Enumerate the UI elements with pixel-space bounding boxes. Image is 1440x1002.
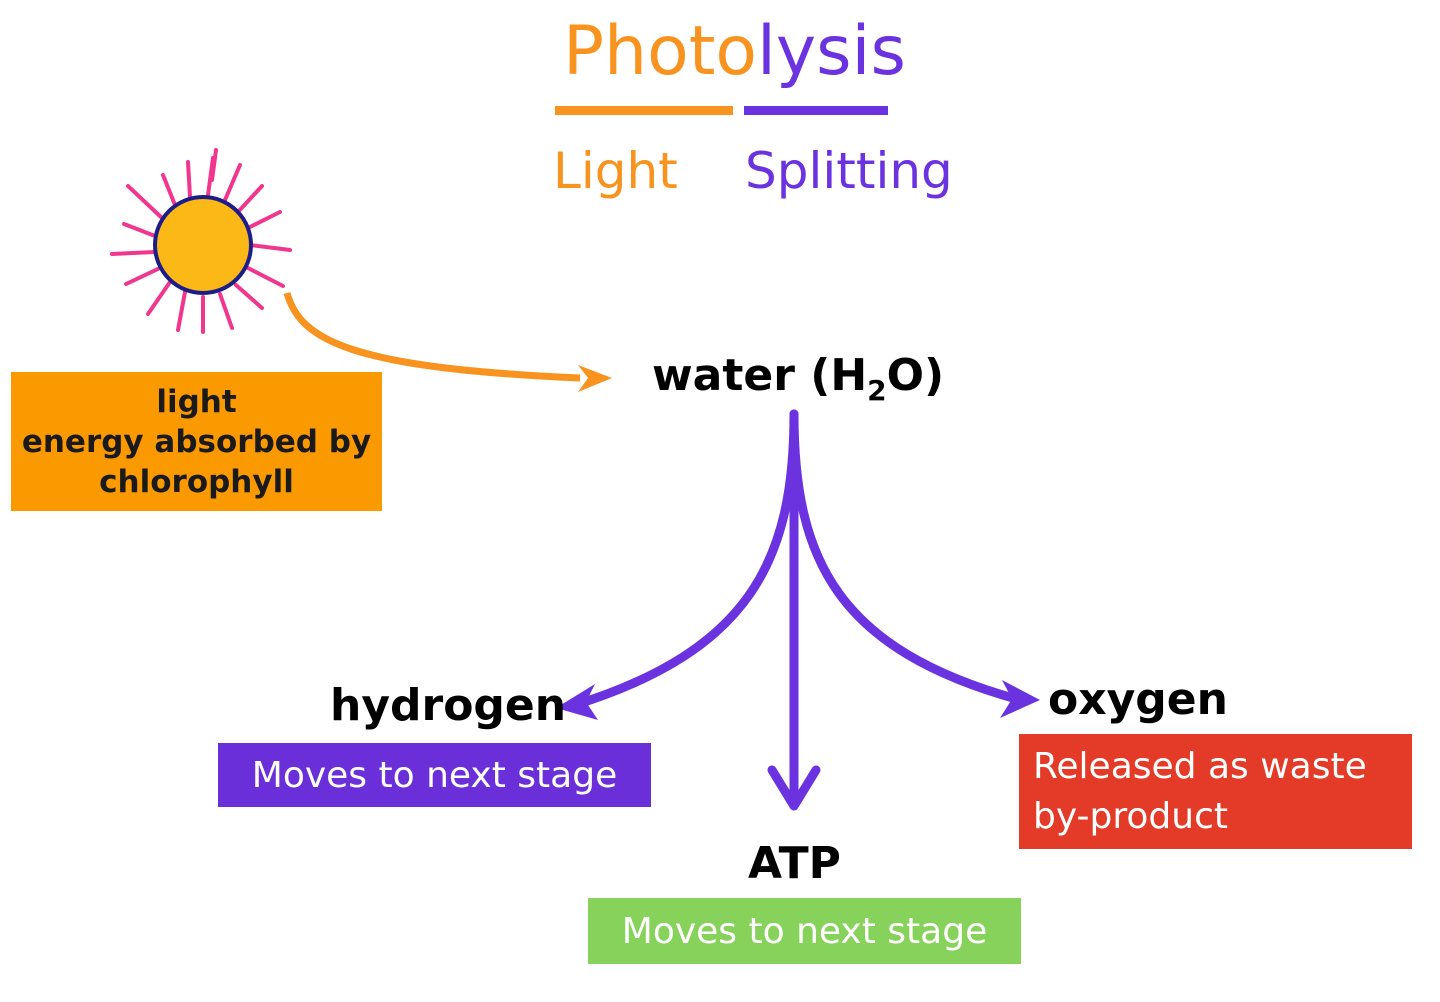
hydrogen-label: hydrogen	[330, 680, 567, 731]
atp-note: Moves to next stage	[621, 910, 988, 952]
sun-icon	[110, 148, 292, 334]
atp-arrowhead	[767, 765, 821, 811]
atp-label: ATP	[748, 838, 841, 889]
oxygen-arrowhead	[1000, 680, 1040, 718]
title-lysis: lysis	[756, 12, 906, 91]
water-label: water (H2O)	[652, 354, 944, 405]
water-subscript: 2	[867, 373, 887, 407]
light-energy-box: light energy absorbed by chlorophyll	[11, 372, 382, 511]
hydrogen-arrowhead	[556, 684, 598, 720]
water-prefix: water (H	[652, 350, 868, 401]
light-arrowhead	[578, 365, 612, 392]
light-to-water-arrow	[283, 292, 581, 382]
water-to-oxygen-arrow	[789, 409, 1025, 705]
oxygen-label: oxygen	[1048, 674, 1228, 725]
light-box-line2: energy absorbed by	[21, 423, 372, 460]
hydrogen-note-box: Moves to next stage	[218, 743, 651, 807]
title-photo: Photo	[563, 12, 757, 91]
hydrogen-note: Moves to next stage	[251, 754, 618, 796]
oxygen-note-box: Released as waste by-product	[1019, 734, 1412, 849]
light-label: Light	[553, 142, 678, 200]
atp-note-box: Moves to next stage	[588, 898, 1021, 964]
oxygen-note-line2: by-product	[1033, 795, 1228, 837]
light-box-line3: chlorophyll	[99, 463, 294, 500]
split-arrows	[570, 409, 1025, 803]
title: Photolysis	[563, 18, 906, 86]
water-suffix: O)	[886, 350, 945, 401]
oxygen-note-line1: Released as waste	[1033, 745, 1367, 787]
water-to-hydrogen-arrow	[570, 409, 799, 710]
light-box-line1: light	[156, 383, 237, 420]
splitting-label: Splitting	[745, 142, 953, 200]
photo-underline	[555, 106, 733, 115]
lysis-underline	[744, 106, 888, 115]
